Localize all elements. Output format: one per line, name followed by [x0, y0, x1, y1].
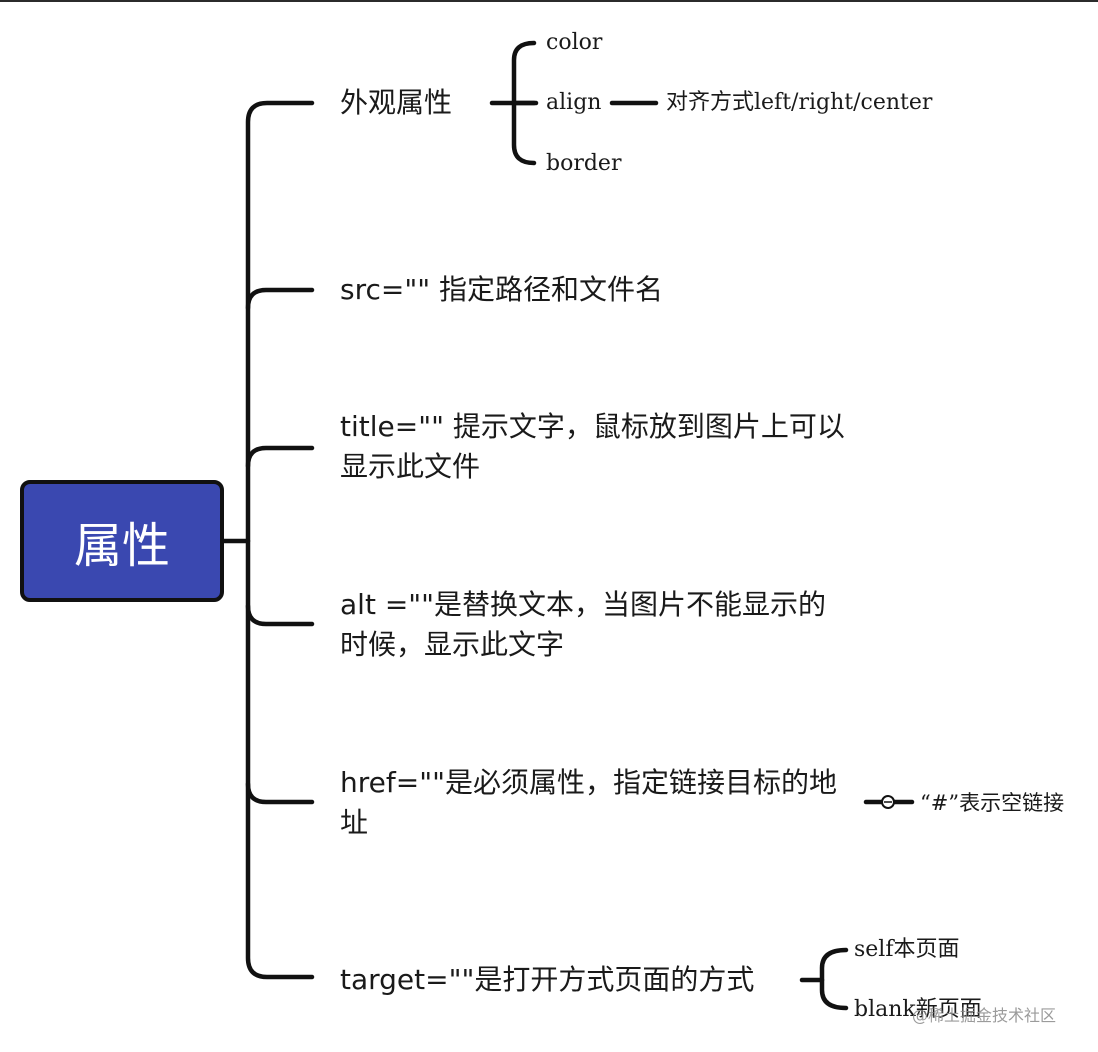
leaf-color-label: color — [546, 30, 603, 55]
root-node[interactable]: 属性 — [20, 480, 224, 602]
branch-connector-src — [245, 287, 315, 311]
main-trunk — [245, 100, 315, 980]
branch-connector-title — [245, 445, 315, 469]
leaf-border-label: border — [546, 151, 622, 176]
watermark: @稀土掘金技术社区 — [912, 1002, 1056, 1026]
appearance-bracket — [511, 40, 537, 166]
leaf-align-detail[interactable]: 对齐方式left/right/center — [666, 90, 932, 116]
leaf-align-label: align — [546, 90, 602, 115]
leaf-target-self-label: self本页面 — [854, 937, 960, 962]
branch-appearance-label: 外观属性 — [340, 86, 453, 119]
watermark-label: @稀土掘金技术社区 — [912, 1006, 1057, 1025]
branch-appearance[interactable]: 外观属性 — [340, 83, 452, 123]
branch-title[interactable]: title="" 提示文字，鼠标放到图片上可以显示此文件 — [340, 407, 845, 487]
target-bracket — [819, 947, 849, 1011]
branch-target-label: target=""是打开方式页面的方式 — [340, 963, 755, 996]
leaf-href-detail-label: “#”表示空链接 — [920, 791, 1065, 815]
branch-title-label: title="" 提示文字，鼠标放到图片上可以显示此文件 — [340, 410, 845, 483]
leaf-target-blank-label: blank新页面 — [854, 997, 982, 1022]
leaf-href-detail[interactable]: “#”表示空链接 — [920, 790, 1064, 816]
branch-connector-alt — [245, 603, 315, 627]
root-label: 属性 — [73, 518, 170, 574]
branch-src[interactable]: src="" 指定路径和文件名 — [340, 270, 663, 310]
branch-alt[interactable]: alt =""是替换文本，当图片不能显示的时候，显示此文字 — [340, 585, 830, 665]
branch-target[interactable]: target=""是打开方式页面的方式 — [340, 960, 754, 1000]
branch-href[interactable]: href=""是必须属性，指定链接目标的地址 — [340, 763, 840, 843]
branch-alt-label: alt =""是替换文本，当图片不能显示的时候，显示此文字 — [340, 588, 827, 661]
branch-src-label: src="" 指定路径和文件名 — [340, 273, 663, 306]
leaf-border[interactable]: border — [546, 151, 621, 177]
leaf-align[interactable]: align — [546, 90, 601, 116]
branch-connector-href — [245, 781, 315, 805]
top-border-line — [0, 0, 1098, 2]
leaf-target-blank[interactable]: blank新页面 — [854, 997, 982, 1023]
leaf-align-detail-label: 对齐方式left/right/center — [666, 90, 933, 115]
leaf-color[interactable]: color — [546, 30, 602, 56]
leaf-target-self[interactable]: self本页面 — [854, 937, 960, 963]
branch-href-label: href=""是必须属性，指定链接目标的地址 — [340, 766, 837, 839]
